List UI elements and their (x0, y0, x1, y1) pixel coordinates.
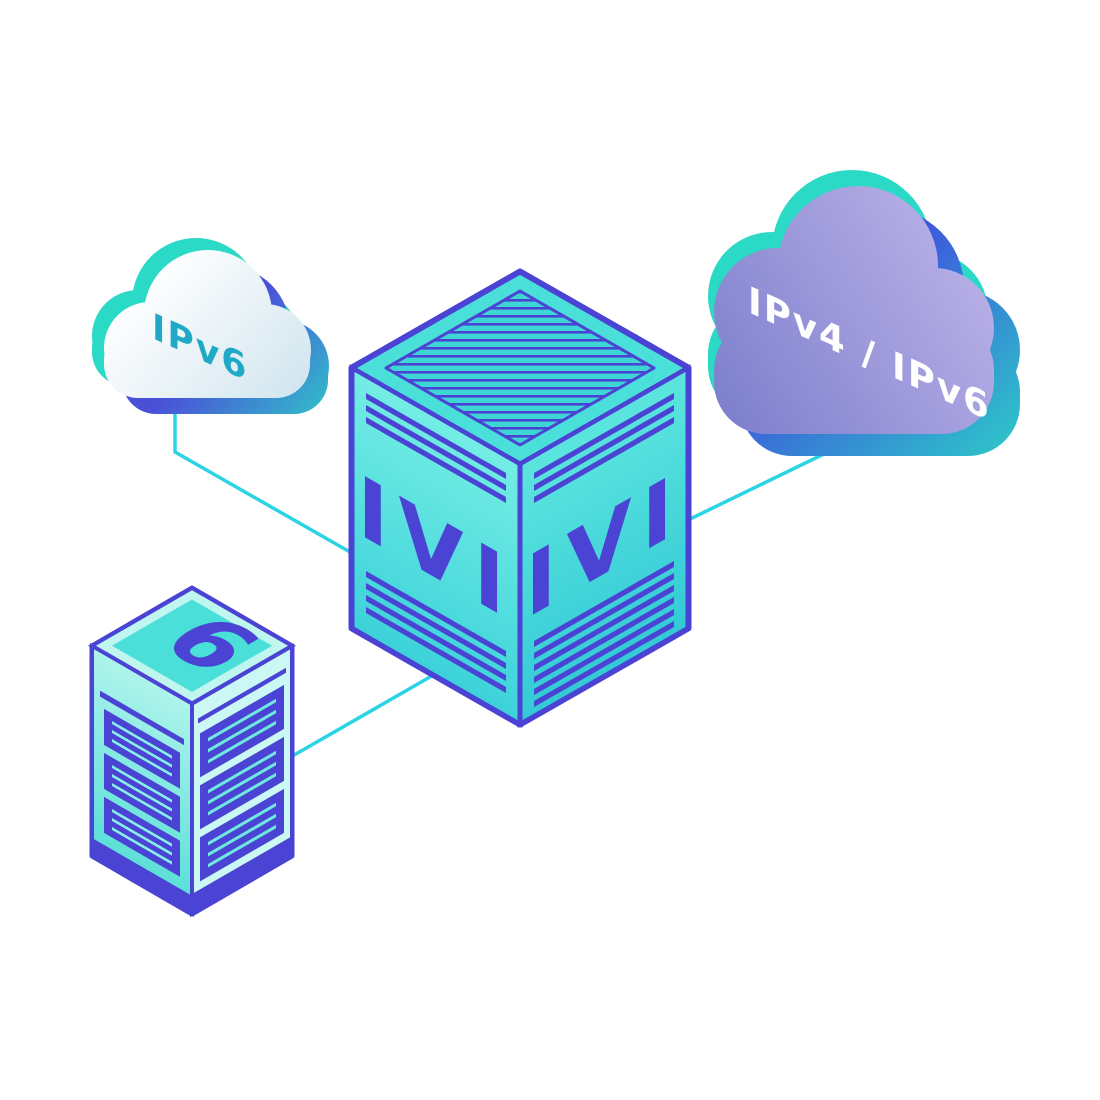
cloud-ipv4-ipv6: IPv4 / IPv6 (708, 170, 1020, 456)
link-ipv6-cloud-to-ivi (173, 396, 365, 562)
server-left-top-band (100, 690, 184, 746)
server-tower: 6 (88, 585, 296, 918)
server-right-face (190, 643, 294, 918)
server-left-base (92, 838, 192, 914)
left-face-top-stripes (366, 392, 506, 503)
cube-right-face: IVI (517, 364, 691, 728)
right-face-top-stripes (534, 393, 674, 504)
server-right-bays (200, 684, 284, 882)
server-right-base (192, 836, 292, 914)
server-right-top-band (198, 667, 286, 724)
server-left-bays (104, 708, 180, 877)
server-left-face (90, 642, 194, 917)
cube-top-vent-panel (384, 289, 656, 447)
cloud-ipv6: IPv6 (92, 238, 329, 414)
cube-left-face: IVI (349, 364, 523, 728)
left-face-bottom-stripes (366, 570, 506, 693)
cloud-ipv6-body (104, 250, 311, 398)
ivi-translator-box: IVI IVI (348, 268, 692, 728)
right-face-bottom-stripes (534, 561, 674, 708)
